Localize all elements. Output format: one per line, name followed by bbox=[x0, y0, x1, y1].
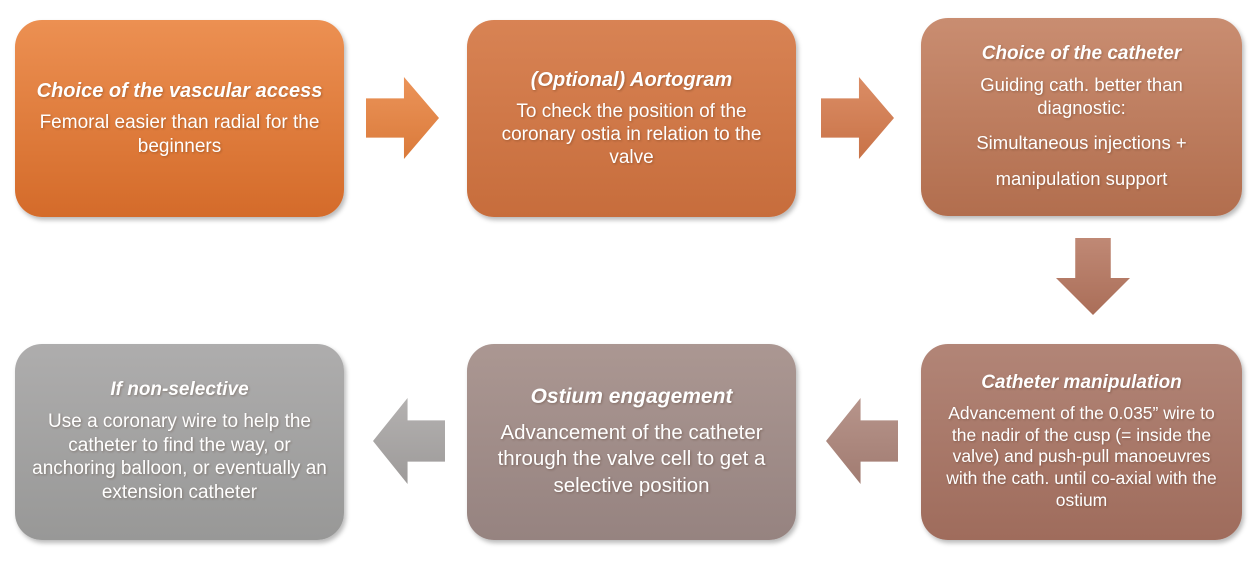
step-title: (Optional) Aortogram bbox=[530, 68, 733, 91]
step-title: Choice of the vascular access bbox=[36, 80, 323, 103]
step-body: Advancement of the catheter through the … bbox=[484, 420, 779, 500]
step-body-text: Simultaneous injections + bbox=[976, 132, 1187, 154]
step-title: If non-selective bbox=[110, 379, 249, 401]
step-body: Guiding cath. better than diagnostic: Si… bbox=[938, 74, 1225, 190]
flow-step-non-selective: If non-selective Use a coronary wire to … bbox=[15, 344, 344, 540]
step-body-text: Advancement of the 0.035” wire to the na… bbox=[946, 402, 1217, 511]
flow-step-ostium-engagement: Ostium engagement Advancement of the cat… bbox=[467, 344, 796, 540]
step-body-text: To check the position of the coronary os… bbox=[501, 100, 762, 169]
arrow-right-icon bbox=[821, 77, 894, 159]
step-body-text: manipulation support bbox=[995, 167, 1168, 189]
step-body-text: Use a coronary wire to help the catheter… bbox=[32, 410, 327, 504]
step-title: Catheter manipulation bbox=[981, 371, 1182, 393]
step-body: Femoral easier than radial for the begin… bbox=[32, 111, 327, 157]
flow-step-aortogram: (Optional) Aortogram To check the positi… bbox=[467, 20, 796, 217]
flow-step-vascular-access: Choice of the vascular access Femoral ea… bbox=[15, 20, 344, 217]
flow-step-catheter-manipulation: Catheter manipulation Advancement of the… bbox=[921, 344, 1242, 540]
step-body: To check the position of the coronary os… bbox=[484, 100, 779, 170]
step-title: Ostium engagement bbox=[530, 385, 733, 409]
step-title: Choice of the catheter bbox=[981, 43, 1182, 65]
step-body-text: Guiding cath. better than diagnostic: bbox=[980, 74, 1183, 118]
step-body: Use a coronary wire to help the catheter… bbox=[32, 410, 327, 505]
arrow-down-icon bbox=[1056, 238, 1130, 315]
arrow-left-icon bbox=[373, 398, 445, 484]
arrow-left-icon bbox=[826, 398, 898, 484]
step-body-text: Femoral easier than radial for the begin… bbox=[39, 112, 320, 157]
flow-step-catheter-choice: Choice of the catheter Guiding cath. bet… bbox=[921, 18, 1242, 216]
step-body-text: Advancement of the catheter through the … bbox=[497, 420, 766, 497]
step-body: Advancement of the 0.035” wire to the na… bbox=[938, 403, 1225, 512]
arrow-right-icon bbox=[366, 77, 439, 159]
